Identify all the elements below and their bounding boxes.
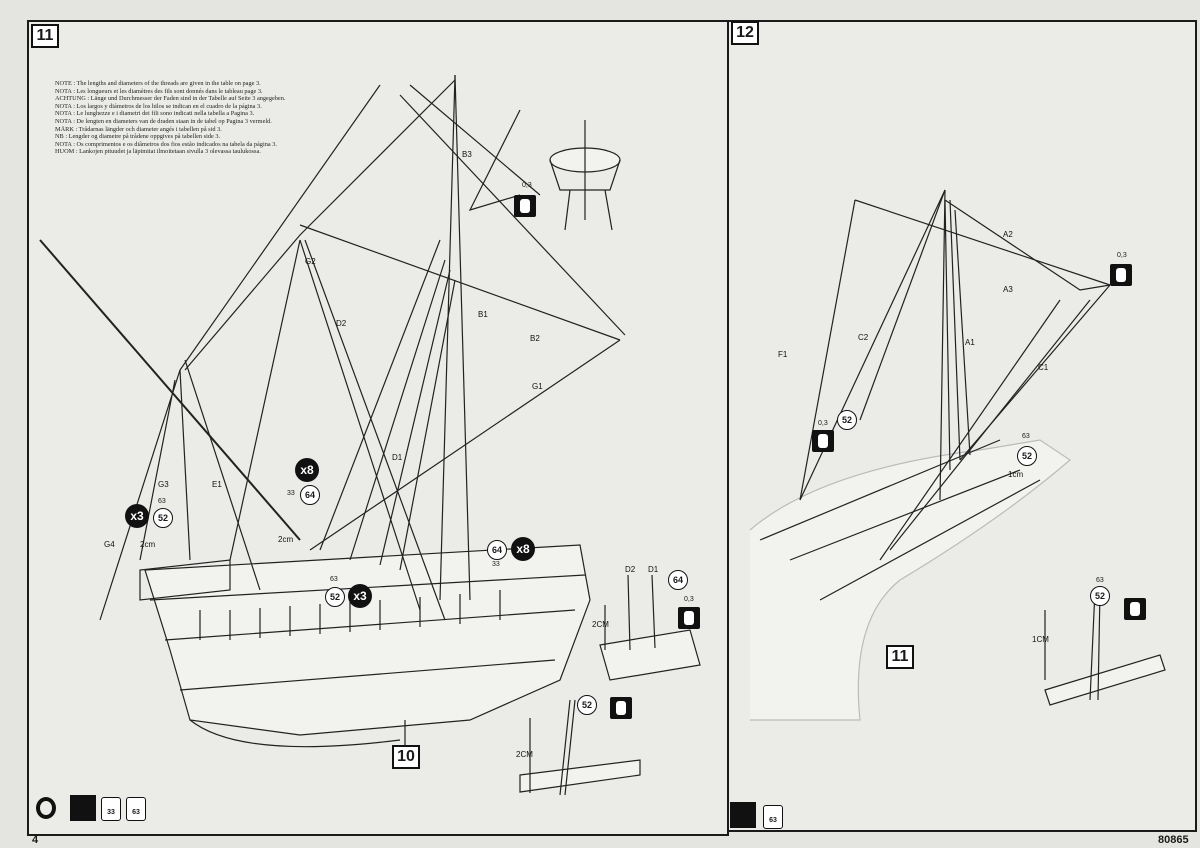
part-number: 52 bbox=[1017, 446, 1037, 466]
note-line: NOTE : The lengths and diameters of the … bbox=[55, 80, 261, 87]
paint-can-icon: 33 bbox=[101, 797, 121, 821]
note-line: NOTA : De lengten en diameters van de dr… bbox=[55, 117, 272, 125]
thread-diameter: 0,3 bbox=[1117, 252, 1127, 259]
paint-number: 33 bbox=[492, 561, 500, 568]
thread-spool-icon bbox=[678, 607, 700, 629]
thread-spool-icon bbox=[1124, 598, 1146, 620]
label-2cm: 2CM bbox=[516, 750, 533, 759]
label-a3: A3 bbox=[1003, 285, 1013, 294]
label-g2: G2 bbox=[305, 257, 316, 266]
crows-nest-detail bbox=[549, 120, 621, 231]
thread-spool-icon bbox=[1110, 264, 1132, 286]
label-a2: A2 bbox=[1003, 230, 1013, 239]
paint-number: 63 bbox=[158, 498, 166, 505]
label-g3: G3 bbox=[158, 480, 169, 489]
label-1cm: 1cm bbox=[1008, 470, 1024, 479]
thread-note: NOTE : The lengths and diameters of the … bbox=[55, 80, 285, 156]
label-e1: E1 bbox=[212, 480, 222, 489]
note-line: NB : Lengder og diametre på trådene oppg… bbox=[55, 133, 221, 141]
part-number: 64 bbox=[487, 540, 507, 560]
thread-spool-icon bbox=[514, 195, 536, 217]
step-number-12: 12 bbox=[731, 21, 759, 45]
paint-number: 63 bbox=[330, 576, 338, 583]
right-ship bbox=[749, 189, 1111, 721]
part-number: 64 bbox=[300, 485, 320, 505]
label-f1: F1 bbox=[778, 350, 788, 359]
reference-step-10: 10 bbox=[392, 745, 420, 769]
thread-diameter: 0,3 bbox=[818, 420, 828, 427]
label-2cm: 2cm bbox=[278, 535, 294, 544]
inset-detail-1 bbox=[599, 574, 701, 681]
page-number: 4 bbox=[32, 834, 39, 846]
note-line: NOTA : Los largos y diámetros de los hil… bbox=[55, 102, 262, 110]
note-line: NOTA : Les longueurs et les diamètres de… bbox=[55, 87, 263, 95]
label-b3: B3 bbox=[462, 150, 472, 159]
quantity-badge: x8 bbox=[511, 537, 535, 561]
inset-detail-2 bbox=[519, 699, 641, 796]
paint-number: 33 bbox=[287, 490, 295, 497]
thread-spool-icon bbox=[610, 697, 632, 719]
note-line: MÄRK : Trådarnas längder och diameter an… bbox=[55, 125, 222, 133]
label-g1: G1 bbox=[532, 382, 543, 391]
paint-can-icon: 63 bbox=[126, 797, 146, 821]
left-masts bbox=[39, 74, 626, 621]
note-line: HUOM : Lankojen pituudet ja läpimitat il… bbox=[55, 148, 261, 156]
paint-can-icon: 63 bbox=[763, 805, 783, 829]
paint-number: 63 bbox=[1022, 433, 1030, 440]
quantity-badge: x3 bbox=[125, 504, 149, 528]
label-d1: D1 bbox=[392, 453, 403, 462]
part-number: 52 bbox=[837, 410, 857, 430]
thread-diameter: 0,3 bbox=[522, 182, 532, 189]
label-g4: G4 bbox=[104, 540, 115, 549]
quantity-badge: x8 bbox=[295, 458, 319, 482]
reference-step-11: 11 bbox=[886, 645, 914, 669]
label-1cm: 1CM bbox=[1032, 635, 1049, 644]
part-number: 64 bbox=[668, 570, 688, 590]
paint-number: 63 bbox=[1096, 577, 1104, 584]
note-line: ACHTUNG : Länge und Durchmesser der Fade… bbox=[55, 95, 286, 103]
right-inset-detail bbox=[1044, 589, 1166, 706]
left-hull bbox=[139, 544, 591, 748]
part-number: 52 bbox=[325, 587, 345, 607]
glue-drop-icon bbox=[36, 797, 56, 819]
thread-spool-icon bbox=[812, 430, 834, 452]
paintbrush-icon bbox=[70, 795, 96, 821]
part-number: 52 bbox=[1090, 586, 1110, 606]
label-b1: B1 bbox=[478, 310, 488, 319]
quantity-badge: x3 bbox=[348, 584, 372, 608]
catalog-number: 80865 bbox=[1158, 834, 1189, 846]
label-d2: D2 bbox=[625, 565, 636, 574]
step-number-11: 11 bbox=[31, 24, 59, 48]
label-a1: A1 bbox=[965, 338, 975, 347]
note-line: NOTA : Le lunghezze e i diametri dei fil… bbox=[55, 110, 255, 118]
thread-diameter: 0,3 bbox=[684, 596, 694, 603]
part-number: 52 bbox=[153, 508, 173, 528]
label-d1: D1 bbox=[648, 565, 659, 574]
label-d2: D2 bbox=[336, 319, 347, 328]
label-2cm: 2CM bbox=[592, 620, 609, 629]
label-c1: C1 bbox=[1038, 363, 1049, 372]
note-line: NOTA : Os comprimentos e os diâmetros do… bbox=[55, 140, 277, 148]
paintbrush-icon bbox=[730, 802, 756, 828]
part-number: 52 bbox=[577, 695, 597, 715]
label-c2: C2 bbox=[858, 333, 869, 342]
label-2cm: 2cm bbox=[140, 540, 156, 549]
label-b2: B2 bbox=[530, 334, 540, 343]
